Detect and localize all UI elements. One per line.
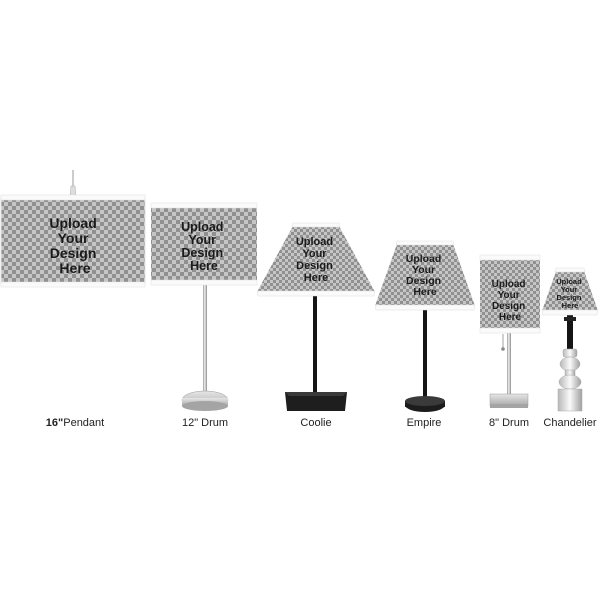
pendant-size: 16" (45, 417, 64, 429)
shade-line: Your (302, 248, 327, 260)
shade-line: Design (50, 245, 97, 261)
shade-line: Your (412, 264, 435, 276)
lamp-8-drum[interactable]: Upload Your Design Here (476, 252, 544, 416)
drum-8-illustration: Upload Your Design Here (479, 254, 541, 408)
shade-line: Here (190, 259, 218, 273)
shade-line: Upload (406, 253, 442, 265)
svg-text:Upload Your Design: Upload Your Design Here (49, 215, 100, 276)
shade-line: Your (498, 290, 520, 301)
lamp-label-8-drum: 8" Drum (489, 417, 529, 429)
shade-line: Design (181, 246, 223, 260)
lamp-label-chandelier: Chandelier (543, 417, 597, 429)
lamp-pendant[interactable]: Upload Your Design Here (0, 170, 148, 290)
lamp-label-pendant: 16"Pendant (40, 417, 110, 429)
shade-line: Your (58, 230, 89, 246)
shade-line: Upload (181, 220, 223, 234)
coolie-illustration: Upload Your Design Here (256, 222, 376, 411)
shade-line: Here (304, 272, 328, 284)
shade-line: Here (562, 301, 579, 310)
svg-text:Upload Your Design: Upload Your Design Here (406, 253, 445, 298)
drum-12-illustration: Upload Your Design Here (150, 202, 258, 411)
shade-line: Upload (296, 236, 333, 248)
svg-text:Upload Your Design: Upload Your Design Here (181, 220, 227, 273)
shade-line: Design (556, 293, 581, 302)
lamp-label-coolie: Coolie (300, 417, 332, 429)
lamp-chandelier[interactable]: Upload Your Design Here (540, 265, 600, 415)
lamp-coolie[interactable]: Upload Your Design Here (255, 220, 377, 416)
shade-line: Design (406, 275, 441, 287)
lamp-12-drum[interactable]: Upload Your Design Here (148, 200, 260, 418)
chandelier-illustration: Upload Your Design Here (541, 267, 599, 412)
shade-line: Here (59, 260, 90, 276)
svg-text:Upload Your Design: Upload Your Design Here (556, 277, 584, 310)
shade-line: Your (188, 233, 216, 247)
empire-illustration: Upload Your Design Here (374, 240, 476, 412)
lamp-label-12-drum: 12" Drum (181, 417, 229, 429)
shade-line: Design (492, 301, 525, 312)
shade-line: Here (413, 286, 437, 298)
pendant-illustration: Upload Your Design Here (0, 170, 146, 288)
shade-line: Upload (49, 215, 96, 231)
shade-line: Upload (556, 277, 582, 286)
pendant-type: Pendant (63, 417, 105, 429)
svg-text:Upload Your Design: Upload Your Design Here (492, 279, 529, 323)
shade-line: Design (296, 260, 333, 272)
shade-line: Your (561, 285, 578, 294)
shade-line: Here (499, 312, 522, 323)
shade-line: Upload (492, 279, 526, 290)
svg-text:Upload Your Design: Upload Your Design Here (296, 236, 336, 284)
lamp-label-empire: Empire (406, 417, 442, 429)
lamp-empire[interactable]: Upload Your Design Here (373, 238, 477, 416)
